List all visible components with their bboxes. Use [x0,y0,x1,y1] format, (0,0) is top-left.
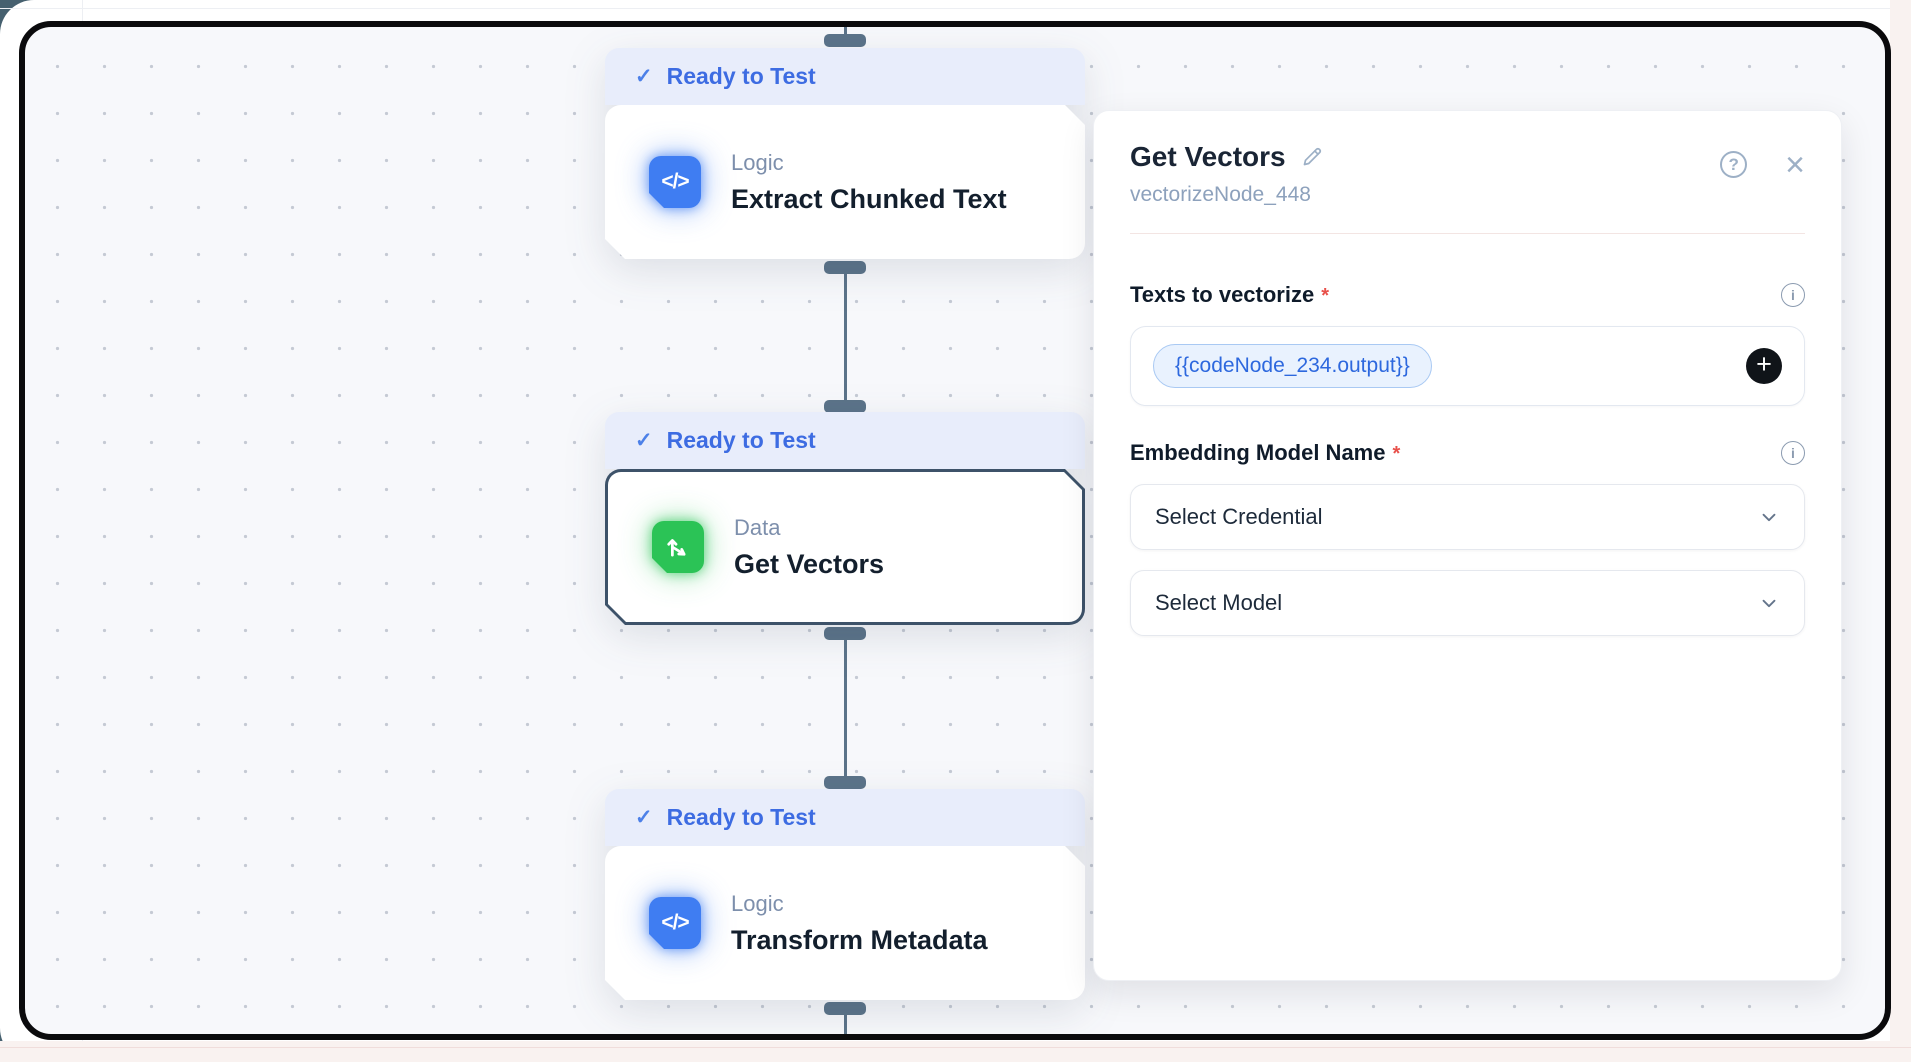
status-badge: ✓ Ready to Test [605,789,1085,846]
connector-port[interactable] [824,261,866,274]
info-icon[interactable]: i [1781,283,1805,307]
node-card[interactable]: </> Logic Extract Chunked Text [605,105,1085,259]
node-card[interactable]: </> Logic Transform Metadata [605,846,1085,1000]
select-credential-value: Select Credential [1155,504,1323,529]
embedding-model-name-label: Embedding Model Name* [1130,440,1401,465]
node-extract-chunked-text[interactable]: ✓ Ready to Test </> Logic Extract Chunke… [605,48,1085,259]
variable-chip[interactable]: {{codeNode_234.output}} [1153,344,1432,388]
edge-line [844,274,847,400]
edge-line [844,1015,847,1034]
node-get-vectors[interactable]: ✓ Ready to Test [605,412,1085,625]
connector-port[interactable] [824,1002,866,1015]
edge-line [844,640,847,776]
connector-port[interactable] [824,400,866,413]
select-model-value: Select Model [1155,590,1283,615]
texts-to-vectorize-input[interactable]: {{codeNode_234.output}} + [1130,326,1805,406]
check-icon: ✓ [635,429,653,452]
node-title: Get Vectors [734,548,885,579]
check-icon: ✓ [635,806,653,829]
add-text-button[interactable]: + [1746,348,1782,384]
node-transform-metadata[interactable]: ✓ Ready to Test </> Logic Transform Meta… [605,789,1085,1000]
status-badge: ✓ Ready to Test [605,48,1085,105]
node-title: Transform Metadata [731,924,988,955]
vector-axes-icon [652,521,704,573]
chevron-down-icon [1758,506,1780,528]
page-margin [0,1041,1911,1062]
required-asterisk: * [1321,285,1330,307]
connector-port[interactable] [824,776,866,789]
panel-divider [1130,233,1805,234]
status-label: Ready to Test [666,427,816,453]
status-badge: ✓ Ready to Test [605,412,1085,469]
select-model-dropdown[interactable]: Select Model [1130,570,1805,636]
edit-icon[interactable] [1300,145,1324,169]
connector-port[interactable] [824,34,866,47]
select-credential-dropdown[interactable]: Select Credential [1130,484,1805,550]
node-card-selected[interactable]: Data Get Vectors [605,469,1085,625]
connector-port[interactable] [824,627,866,640]
close-icon[interactable]: × [1785,145,1805,184]
node-title: Extract Chunked Text [731,183,1007,214]
node-category: Data [734,514,781,540]
node-category: Logic [731,890,784,916]
help-icon[interactable]: ? [1720,151,1748,178]
code-icon: </> [649,897,701,949]
code-icon: </> [649,156,701,208]
node-id-label: vectorizeNode_448 [1130,183,1311,206]
status-label: Ready to Test [666,804,816,830]
background-gridline [0,1047,1911,1048]
chevron-down-icon [1758,592,1780,614]
background-gridline [0,8,1911,9]
edge-line [844,27,847,34]
flow-canvas[interactable]: ✓ Ready to Test </> Logic Extract Chunke… [19,21,1891,1040]
texts-to-vectorize-label: Texts to vectorize* [1130,282,1330,307]
status-label: Ready to Test [666,63,816,89]
check-icon: ✓ [635,65,653,88]
node-category: Logic [731,149,784,175]
panel-title: Get Vectors [1130,141,1286,172]
info-icon[interactable]: i [1781,441,1805,465]
page-margin [1890,0,1911,1062]
required-asterisk: * [1392,443,1401,465]
node-config-panel: Get Vectors vectorizeNode_448 ? × [1093,110,1842,981]
